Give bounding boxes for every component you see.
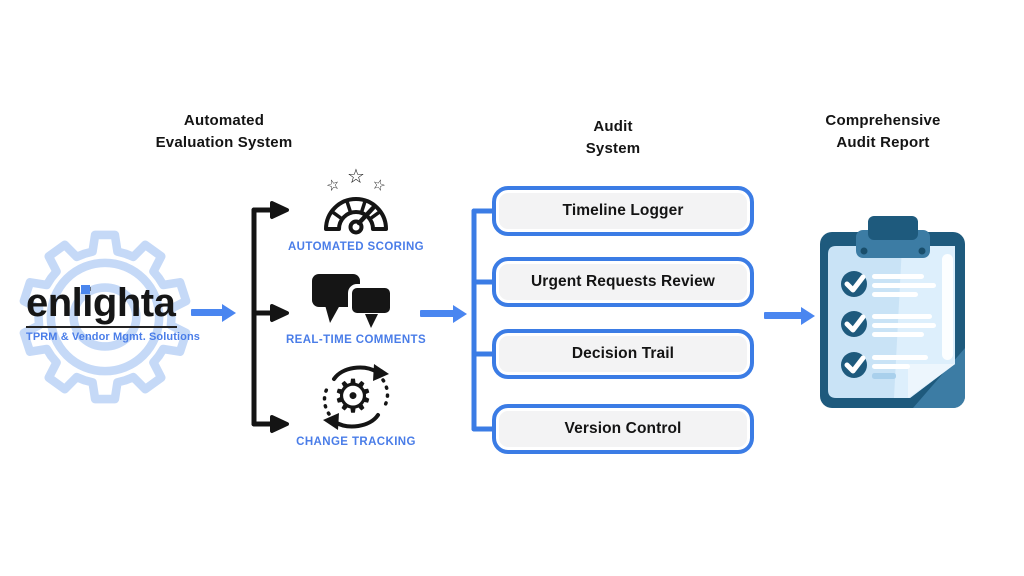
arrowhead-icon (270, 415, 289, 433)
star-icon: ☆ (324, 174, 342, 195)
header-line: Comprehensive (825, 112, 941, 129)
gauge-tick (368, 209, 383, 221)
header-line: Evaluation System (155, 133, 293, 151)
text-line (872, 314, 932, 319)
audit-box-urgent-requests-review: Urgent Requests Review (492, 257, 754, 307)
gauge-needle (356, 205, 376, 226)
brand-i-letter: i (82, 281, 93, 325)
check-icon (844, 355, 866, 374)
feature-label-real-time-comments: REAL-TIME COMMENTS (285, 334, 427, 346)
text-line (872, 364, 910, 369)
clipboard-clip-top (868, 216, 918, 240)
feature-label-change-tracking: CHANGE TRACKING (296, 436, 416, 448)
text-line (872, 292, 918, 297)
gear-logo-icon (10, 222, 200, 412)
gauge-tick (359, 198, 368, 215)
cycle-arc-dotted (381, 378, 390, 411)
chat-bubble-tail (325, 305, 340, 323)
gauge-dial (324, 197, 388, 231)
folded-corner (908, 364, 955, 398)
text-line (872, 332, 924, 337)
cycle-arc-top (332, 365, 379, 381)
gauge-tick (344, 198, 353, 215)
brand-part: enl (26, 281, 83, 325)
clip-rivet (918, 247, 926, 255)
brand-part: ghta (92, 281, 176, 325)
text-line (872, 323, 936, 328)
cycle-arc-bottom (333, 413, 380, 429)
gauge-needle-hub (348, 219, 364, 235)
arrowhead-icon (270, 304, 289, 322)
header-line: Audit (593, 118, 633, 135)
cycle-arc-dotted (322, 383, 331, 416)
check-icon (844, 314, 866, 333)
arrowhead-icon (373, 364, 389, 381)
check-icon (844, 274, 866, 293)
feature-label-automated-scoring: AUTOMATED SCORING (287, 241, 425, 253)
evaluation-to-audit-arrow (420, 310, 454, 317)
chat-bubble-tail (365, 314, 378, 328)
text-line (872, 355, 928, 360)
clipboard-report-icon (820, 216, 965, 408)
gauge-stars-icon: ☆ ☆ ☆ (324, 165, 388, 235)
header-line: Audit Report (836, 133, 930, 151)
audit-report-header: Comprehensive Audit Report (778, 110, 988, 154)
cycle-gear-icon: ⚙ (322, 364, 390, 430)
arrowhead-icon (270, 201, 289, 219)
brand-wordmark: enlighta (26, 281, 178, 328)
text-line (872, 283, 936, 288)
gauge-tick (329, 209, 344, 221)
brand-tagline: TPRM & Vendor Mgmt. Solutions (26, 331, 201, 343)
audit-to-report-arrow (764, 312, 802, 319)
star-icon: ☆ (370, 174, 388, 195)
star-icon: ☆ (347, 165, 365, 188)
small-gear-glyph: ⚙ (332, 369, 373, 423)
audit-box-decision-trail: Decision Trail (492, 329, 754, 379)
evaluation-system-header: Automated Evaluation System (104, 110, 344, 154)
chat-bubbles-icon (312, 274, 394, 328)
clip-rivet (860, 247, 868, 255)
arrowhead-icon (323, 413, 339, 430)
text-line (872, 373, 896, 379)
chat-bubble-right (348, 284, 394, 317)
enlighta-logo: enlighta TPRM & Vendor Mgmt. Solutions (26, 283, 200, 343)
gear-outline-svg (19, 230, 191, 404)
audit-box-timeline-logger: Timeline Logger (492, 186, 754, 236)
audit-bracket (471, 208, 498, 432)
audit-system-header: Audit System (533, 116, 693, 160)
paper-shine-bar (942, 254, 953, 360)
audit-box-version-control: Version Control (492, 404, 754, 454)
header-line: Automated (183, 112, 265, 129)
header-line: System (585, 139, 641, 157)
text-line (872, 274, 924, 279)
logo-to-evaluation-arrow (191, 309, 223, 316)
evaluation-branch-bracket (251, 201, 289, 433)
